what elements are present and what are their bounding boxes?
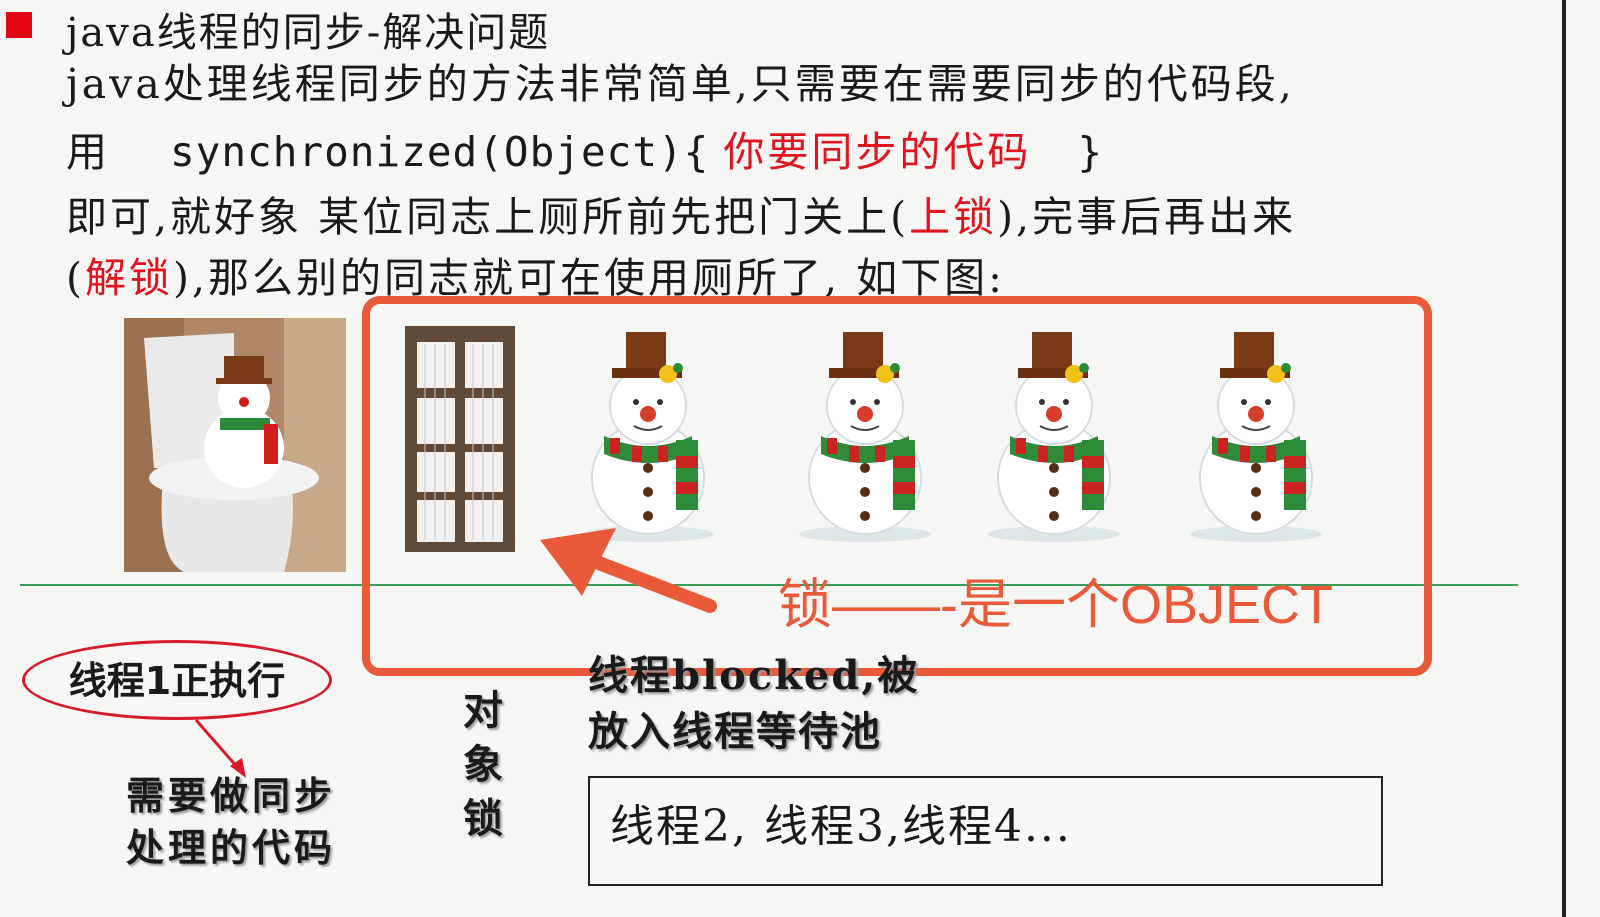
code-placeholder: 你要同步的代码	[723, 128, 1032, 176]
line3-text-a: 即可,就好象 某位同志上厕所前先把门关上(	[66, 193, 910, 241]
divider-line	[20, 584, 1518, 586]
body-line-2: 用 synchronized(Object){ 你要同步的代码}	[66, 118, 1103, 178]
sync-code-label: 需要做同步 处理的代码	[126, 770, 336, 874]
code-open: synchronized(Object){	[170, 128, 710, 176]
running-thread-ellipse	[22, 640, 332, 720]
line4-text-a: (	[66, 254, 85, 302]
waiting-pool-box	[588, 776, 1383, 886]
object-lock-char: 对	[463, 687, 503, 734]
door-image	[405, 326, 515, 552]
unlock-word: 解锁	[85, 254, 173, 302]
line3-text-b: ),完事后再出来	[997, 193, 1297, 241]
code-close: }	[1077, 128, 1104, 176]
running-thread-label: 线程1正执行	[68, 659, 286, 703]
slide-title: java线程的同步-解决问题	[66, 10, 551, 56]
waiting-threads-text: 线程2, 线程3,线程4...	[610, 801, 1072, 852]
blocked-label: 线程blocked,被 放入线程等待池	[588, 648, 919, 760]
sync-code-line-1: 需要做同步	[126, 773, 337, 818]
object-lock-char: 象	[463, 741, 503, 788]
body-line-3: 即可,就好象 某位同志上厕所前先把门关上(上锁),完事后再出来	[66, 183, 1296, 243]
object-lock-char: 锁	[463, 795, 503, 842]
lock-word: 上锁	[909, 193, 998, 241]
arrow-icon	[194, 719, 246, 778]
annotation-box	[362, 296, 1432, 676]
right-border	[1562, 0, 1566, 917]
lock-annotation: 锁——-是一个OBJECT	[778, 575, 1334, 635]
arrow-icon	[540, 528, 717, 613]
blocked-line-1: 线程blocked,被	[588, 652, 920, 699]
body-line-4: (解锁),那么别的同志就可在使用厕所了, 如下图:	[66, 244, 1005, 304]
snowman-on-toilet-image	[124, 318, 346, 572]
blocked-line-2: 放入线程等待池	[588, 708, 882, 755]
line4-text-b: ),那么别的同志就可在使用厕所了, 如下图:	[173, 254, 1005, 302]
sync-code-line-2: 处理的代码	[126, 825, 337, 870]
body-line-1: java处理线程同步的方法非常简单,只需要在需要同步的代码段,	[66, 60, 1295, 108]
object-lock-label: 对 象 锁	[458, 684, 508, 846]
use-word: 用	[66, 128, 110, 176]
bullet-icon	[6, 12, 32, 38]
